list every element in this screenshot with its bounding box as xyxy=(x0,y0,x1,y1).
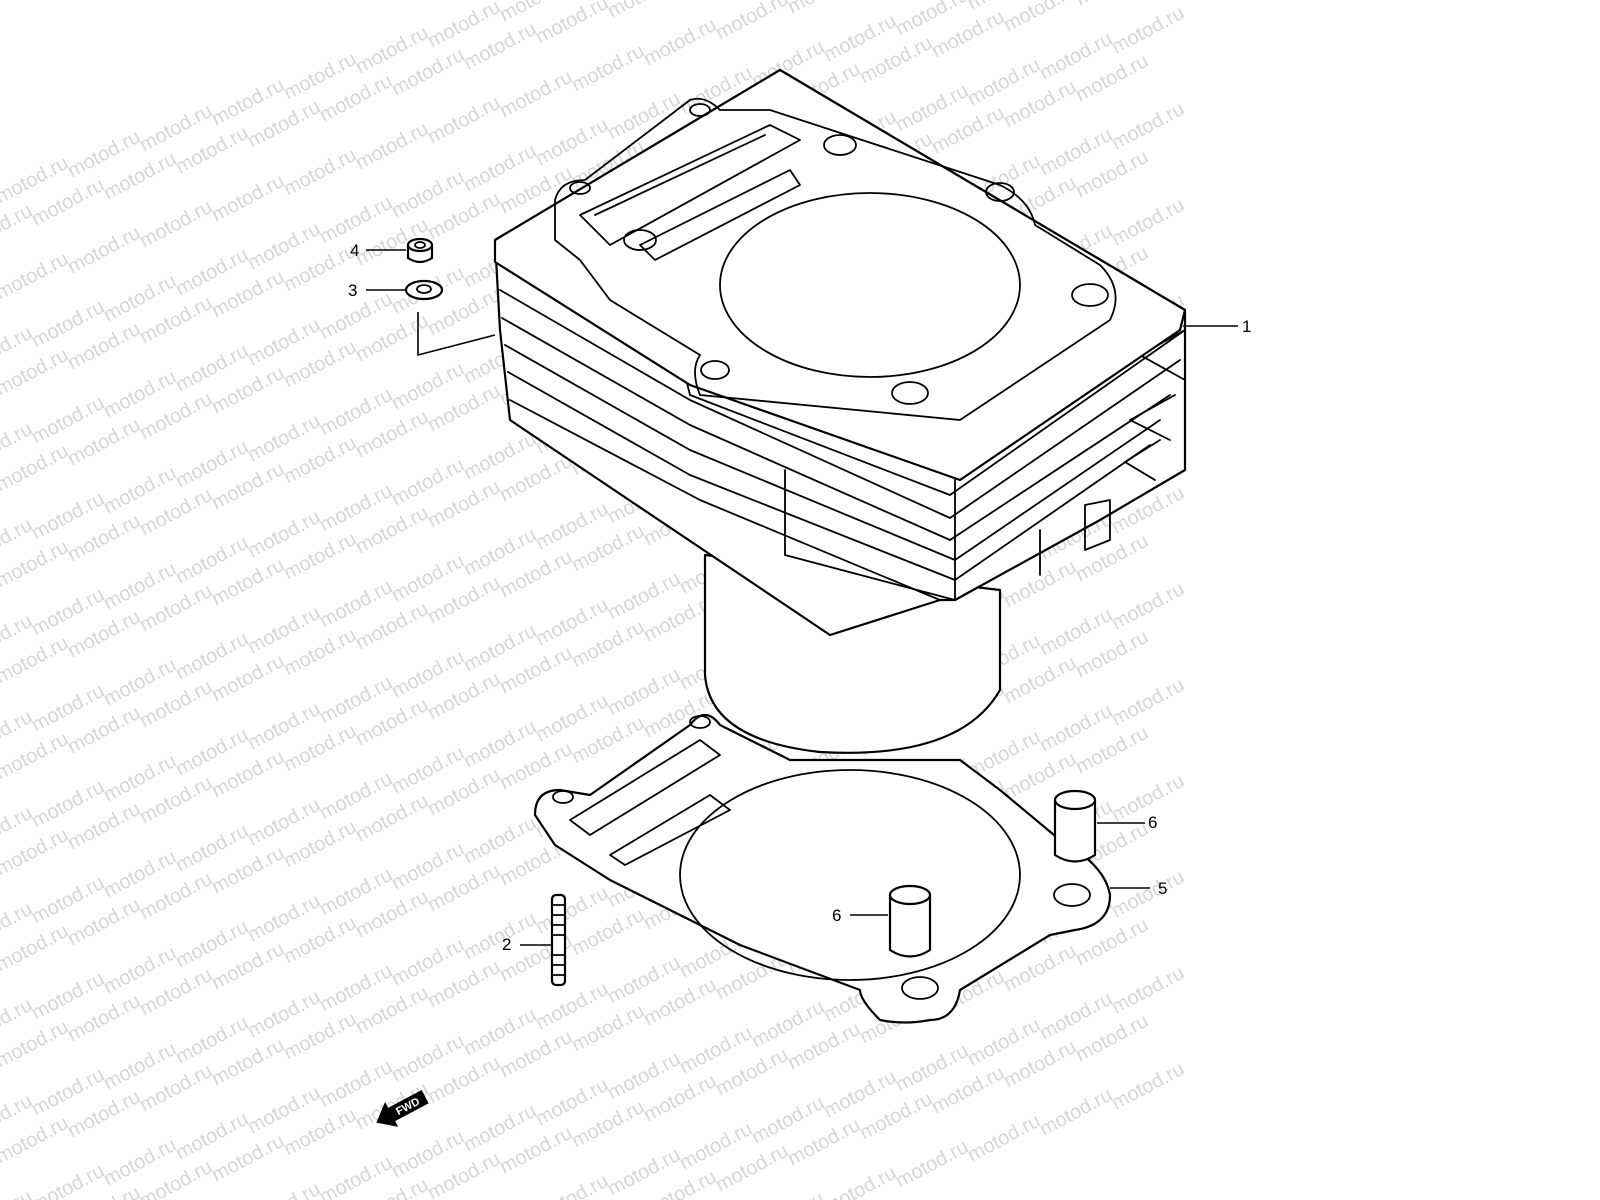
stud-bolt-part xyxy=(550,893,567,987)
callout-1: 1 xyxy=(1242,317,1251,336)
watermark-text: motod.ru xyxy=(496,66,576,122)
watermark-text: motod.ru xyxy=(424,92,504,148)
watermark-text: motod.ru xyxy=(532,1170,612,1200)
watermark-text: motod.ru xyxy=(0,248,72,304)
watermark-text: motod.ru xyxy=(1108,2,1188,58)
watermark-text: motod.ru xyxy=(712,0,792,44)
leader-lines xyxy=(366,249,1238,946)
watermark-text: motod.ru xyxy=(208,170,288,226)
gasket-part xyxy=(533,713,1112,1024)
watermark-text: motod.ru xyxy=(28,1160,108,1200)
watermark-text: motod.ru xyxy=(532,0,612,48)
watermark-text: motod.ru xyxy=(280,144,360,200)
watermark-text: motod.ru xyxy=(0,200,36,256)
watermark-text: motod.ru xyxy=(1108,578,1188,634)
dowel-pin-lower xyxy=(888,884,932,958)
watermark-text: motod.ru xyxy=(244,1178,324,1200)
watermark-text: motod.ru xyxy=(748,1188,828,1200)
watermark-text: motod.ru xyxy=(136,196,216,252)
watermark-text: motod.ru xyxy=(1000,0,1080,36)
watermark-text: motod.ru xyxy=(640,14,720,70)
nut-part xyxy=(406,237,434,264)
callout-4: 4 xyxy=(350,241,359,260)
watermark-text: motod.ru xyxy=(1108,194,1188,250)
watermark-text: motod.ru xyxy=(1108,866,1188,922)
callout-6-lower: 6 xyxy=(832,906,841,925)
callout-labels: 1 2 3 4 5 6 6 xyxy=(348,241,1251,954)
watermark-text: motod.ru xyxy=(820,1162,900,1200)
watermark-text: motod.ru xyxy=(892,1136,972,1192)
watermark-text: motod.ru xyxy=(64,222,144,278)
cylinder-part xyxy=(493,68,1187,754)
callout-2: 2 xyxy=(502,935,511,954)
callout-3: 3 xyxy=(348,281,357,300)
watermark-text: motod.ru xyxy=(352,118,432,174)
watermark-text: motod.ru xyxy=(1072,0,1152,10)
dowel-pin-upper xyxy=(1053,789,1097,863)
watermark-text: motod.ru xyxy=(1108,962,1188,1018)
watermark-text: motod.ru xyxy=(604,0,684,22)
watermark-text: motod.ru xyxy=(1108,1058,1188,1114)
watermark-text: motod.ru xyxy=(784,0,864,18)
callout-5: 5 xyxy=(1158,879,1167,898)
washer-part xyxy=(404,279,444,301)
watermark-text: motod.ru xyxy=(316,1152,396,1200)
watermark-text: motod.ru xyxy=(1108,98,1188,154)
watermark-text: motod.ru xyxy=(964,1110,1044,1166)
callout-6-upper: 6 xyxy=(1148,813,1157,832)
watermark-text: motod.ru xyxy=(568,40,648,96)
watermark-text: motod.ru xyxy=(1108,674,1188,730)
watermark-text: motod.ru xyxy=(1036,1084,1116,1140)
